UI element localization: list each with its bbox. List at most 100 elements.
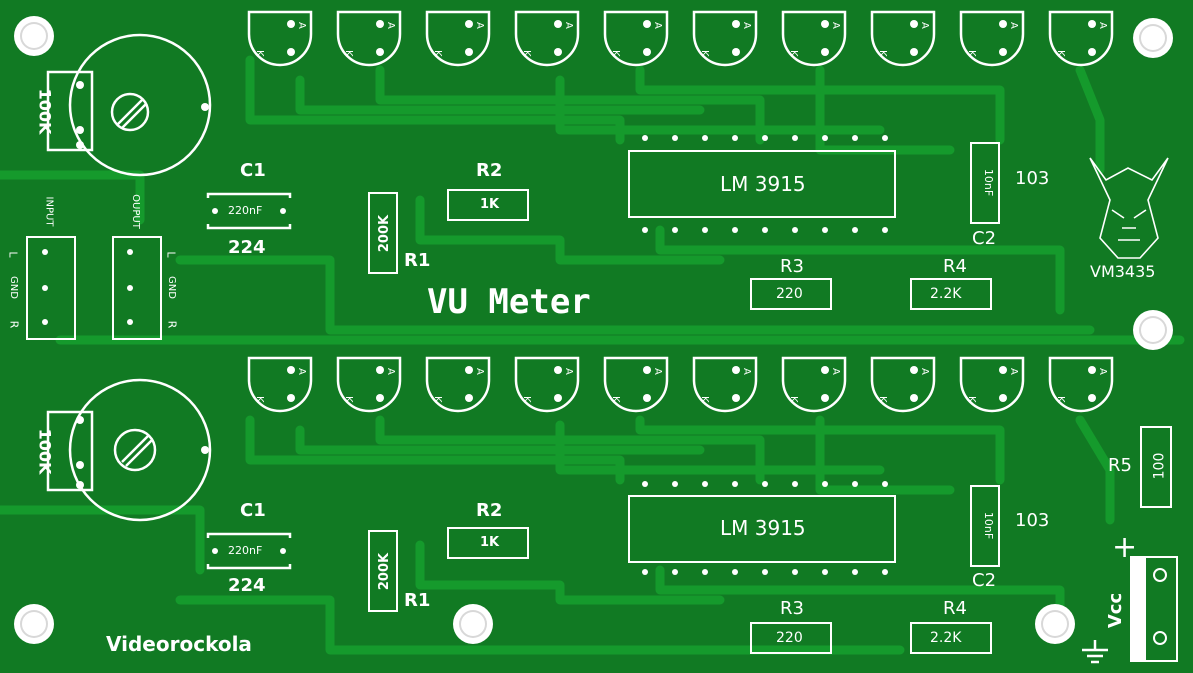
- led-footprint: AK: [514, 356, 580, 413]
- r1-body-1: [368, 192, 398, 274]
- led-cathode-mark: K: [343, 396, 354, 403]
- led-cathode-mark: K: [877, 50, 888, 57]
- ic-2: [628, 495, 896, 563]
- r4-ref-1: R4: [943, 256, 967, 277]
- led-cathode-mark: K: [788, 396, 799, 403]
- r4-value-1: 2.2K: [930, 286, 962, 302]
- led-footprint: AK: [959, 10, 1025, 67]
- led-anode-mark: A: [563, 368, 574, 375]
- c1-value-1: 220nF: [228, 204, 263, 217]
- led-anode-mark: A: [474, 368, 485, 375]
- led-anode-mark: A: [919, 368, 930, 375]
- power-connector-band: [1130, 556, 1146, 662]
- led-cathode-mark: K: [966, 396, 977, 403]
- led-footprint: AK: [336, 10, 402, 67]
- led-footprint: AK: [781, 356, 847, 413]
- r4-body-2: [910, 622, 992, 654]
- r2-body-2: [447, 527, 529, 559]
- c2-code-2: 103: [1015, 510, 1050, 531]
- led-cathode-mark: K: [343, 50, 354, 57]
- board-author: Videorockola: [106, 632, 252, 656]
- c2-ref-2: C2: [972, 570, 997, 591]
- mounting-hole-top-left: [14, 16, 54, 56]
- copper-traces: [0, 55, 1185, 655]
- r1-body-2: [368, 530, 398, 612]
- r3-body-2: [750, 622, 832, 654]
- led-footprint: AK: [1048, 356, 1114, 413]
- r3-body-1: [750, 278, 832, 310]
- led-footprint: AK: [692, 10, 758, 67]
- led-anode-mark: A: [385, 22, 396, 29]
- led-cathode-mark: K: [254, 396, 265, 403]
- r4-ref-2: R4: [943, 598, 967, 619]
- r2-value-1: 1K: [480, 197, 500, 212]
- led-footprint: AK: [336, 356, 402, 413]
- led-anode-mark: A: [474, 22, 485, 29]
- led-footprint: AK: [870, 10, 936, 67]
- led-anode-mark: A: [1008, 368, 1019, 375]
- output-connector: [112, 236, 162, 340]
- led-cathode-mark: K: [610, 396, 621, 403]
- ic-1-value: LM 3915: [720, 172, 806, 196]
- led-anode-mark: A: [1097, 368, 1108, 375]
- r3-ref-2: R3: [780, 598, 804, 619]
- mounting-hole-bottom-left: [14, 604, 54, 644]
- r5-body: [1140, 426, 1172, 508]
- led-anode-mark: A: [385, 368, 396, 375]
- led-anode-mark: A: [1097, 22, 1108, 29]
- led-footprint: AK: [603, 10, 669, 67]
- led-cathode-mark: K: [1055, 396, 1066, 403]
- r3-value-1: 220: [776, 286, 803, 302]
- led-anode-mark: A: [652, 368, 663, 375]
- led-cathode-mark: K: [432, 396, 443, 403]
- r1-ref-2: R1: [404, 590, 431, 611]
- led-footprint: AK: [692, 356, 758, 413]
- logo-caption: VM3435: [1090, 262, 1156, 281]
- led-cathode-mark: K: [610, 50, 621, 57]
- c2-code-1: 103: [1015, 168, 1050, 189]
- r2-ref-1: R2: [476, 160, 503, 181]
- led-anode-mark: A: [741, 368, 752, 375]
- led-cathode-mark: K: [521, 396, 532, 403]
- led-cathode-mark: K: [699, 396, 710, 403]
- led-cathode-mark: K: [788, 50, 799, 57]
- led-anode-mark: A: [563, 22, 574, 29]
- led-footprint: AK: [781, 10, 847, 67]
- r4-value-2: 2.2K: [930, 630, 962, 646]
- mounting-hole-mid-right: [1133, 310, 1173, 350]
- led-anode-mark: A: [652, 22, 663, 29]
- r1-ref-1: R1: [404, 250, 431, 271]
- mounting-hole-top-right: [1133, 18, 1173, 58]
- mounting-hole-bottom-center: [453, 604, 493, 644]
- c1-code-2: 224: [228, 575, 266, 596]
- led-footprint: AK: [603, 356, 669, 413]
- input-connector: [26, 236, 76, 340]
- led-cathode-mark: K: [966, 50, 977, 57]
- led-anode-mark: A: [830, 368, 841, 375]
- c2-body-2: [970, 485, 1000, 567]
- c1-ref-2: C1: [240, 500, 266, 521]
- r4-body-1: [910, 278, 992, 310]
- r3-value-2: 220: [776, 630, 803, 646]
- led-footprint: AK: [1048, 10, 1114, 67]
- led-anode-mark: A: [296, 22, 307, 29]
- led-footprint: AK: [425, 10, 491, 67]
- led-cathode-mark: K: [254, 50, 265, 57]
- r2-value-2: 1K: [480, 535, 500, 550]
- led-cathode-mark: K: [1055, 50, 1066, 57]
- led-anode-mark: A: [296, 368, 307, 375]
- led-cathode-mark: K: [877, 396, 888, 403]
- r2-body-1: [447, 189, 529, 221]
- led-cathode-mark: K: [432, 50, 443, 57]
- r3-ref-1: R3: [780, 256, 804, 277]
- c1-code-1: 224: [228, 237, 266, 258]
